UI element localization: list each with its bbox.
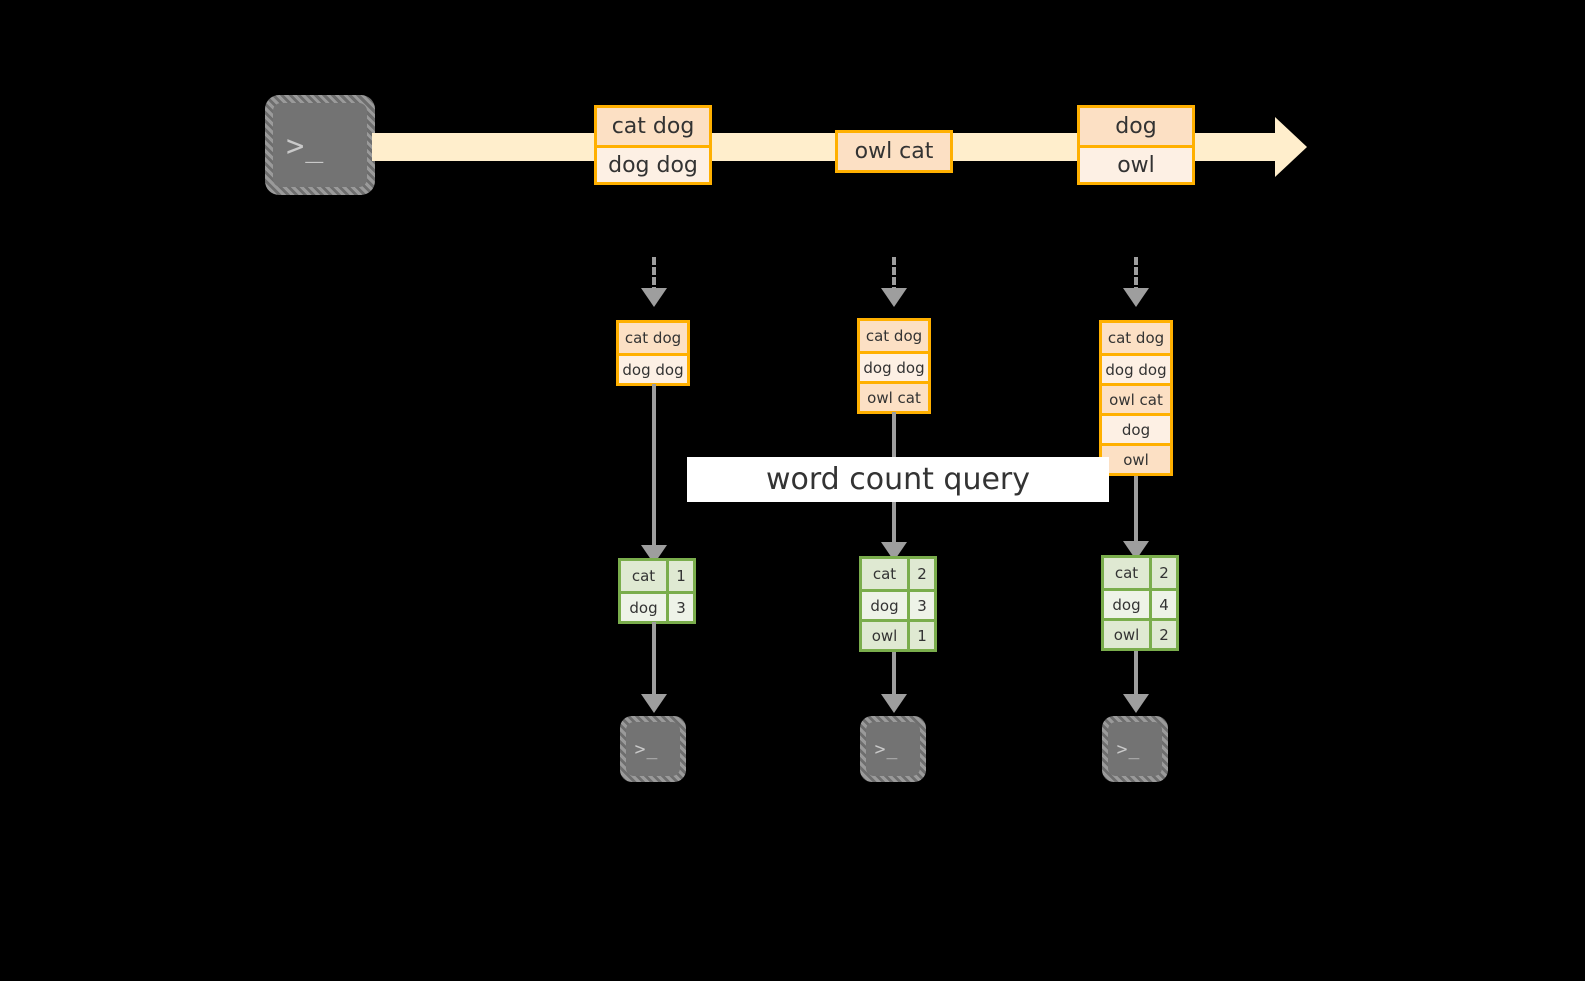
terminal-prompt-text: >_ [286, 128, 325, 164]
terminal-prompt-text: >_ [1116, 738, 1141, 760]
snapshot-3-sink-arrowhead-icon [1123, 694, 1149, 713]
stream-event-group-2[interactable]: owl cat [835, 130, 953, 173]
result-word: cat [862, 559, 910, 589]
stream-event: owl [1080, 145, 1192, 182]
table-row: dog 3 [621, 591, 693, 621]
snapshot-1-dashed-connector [652, 257, 656, 295]
snapshot-3-event-stack[interactable]: cat dog dog dog owl cat dog owl [1099, 320, 1173, 476]
snapshot-event: dog [1102, 413, 1170, 443]
stream-event: owl cat [838, 133, 950, 170]
snapshot-3-sink-connector [1134, 651, 1138, 694]
stream-arrow-head-icon [1275, 117, 1307, 177]
result-count: 3 [910, 592, 934, 619]
snapshot-1-result-table[interactable]: cat 1 dog 3 [618, 558, 696, 624]
snapshot-2-sink-connector [892, 652, 896, 694]
query-label: word count query [687, 457, 1109, 502]
result-word: cat [621, 561, 669, 591]
snapshot-1-dashed-arrowhead-icon [641, 288, 667, 307]
result-count: 1 [910, 622, 934, 649]
snapshot-1-sink-arrowhead-icon [641, 694, 667, 713]
snapshot-event: cat dog [619, 323, 687, 353]
result-count: 1 [669, 561, 693, 591]
stream-event: cat dog [597, 108, 709, 145]
table-row: dog 3 [862, 589, 934, 619]
snapshot-event: owl cat [860, 381, 928, 411]
result-count: 3 [669, 594, 693, 621]
stream-event-group-3[interactable]: dog owl [1077, 105, 1195, 185]
table-row: cat 2 [1104, 558, 1176, 588]
terminal-screen [273, 103, 367, 187]
snapshot-1-event-stack[interactable]: cat dog dog dog [616, 320, 690, 386]
result-count: 4 [1152, 591, 1176, 618]
table-row: dog 4 [1104, 588, 1176, 618]
snapshot-3-result-table[interactable]: cat 2 dog 4 owl 2 [1101, 555, 1179, 651]
result-count: 2 [1152, 621, 1176, 648]
snapshot-2-dashed-connector [892, 257, 896, 295]
result-word: owl [1104, 621, 1152, 648]
snapshot-event: dog dog [1102, 353, 1170, 383]
snapshot-2-event-stack[interactable]: cat dog dog dog owl cat [857, 318, 931, 414]
terminal-screen [866, 722, 920, 776]
result-word: dog [862, 592, 910, 619]
snapshot-2-result-table[interactable]: cat 2 dog 3 owl 1 [859, 556, 937, 652]
snapshot-2-sink-terminal-icon[interactable]: >_ [860, 716, 926, 782]
terminal-prompt-text: >_ [874, 738, 899, 760]
table-row: owl 2 [1104, 618, 1176, 648]
snapshot-event: owl [1102, 443, 1170, 473]
result-word: owl [862, 622, 910, 649]
snapshot-1-sink-terminal-icon[interactable]: >_ [620, 716, 686, 782]
snapshot-event: dog dog [619, 353, 687, 383]
stream-event-group-1[interactable]: cat dog dog dog [594, 105, 712, 185]
stream-event: dog dog [597, 145, 709, 182]
snapshot-1-sink-connector [652, 622, 656, 694]
table-row: cat 1 [621, 561, 693, 591]
snapshot-event: owl cat [1102, 383, 1170, 413]
terminal-screen [1108, 722, 1162, 776]
result-count: 2 [910, 559, 934, 589]
snapshot-event: cat dog [860, 321, 928, 351]
snapshot-3-dashed-arrowhead-icon [1123, 288, 1149, 307]
result-word: cat [1104, 558, 1152, 588]
stream-event: dog [1080, 108, 1192, 145]
source-terminal-icon[interactable]: >_ [265, 95, 375, 195]
snapshot-1-query-connector [652, 384, 656, 564]
snapshot-event: cat dog [1102, 323, 1170, 353]
result-word: dog [621, 594, 669, 621]
snapshot-3-query-connector [1134, 476, 1138, 562]
snapshot-event: dog dog [860, 351, 928, 381]
terminal-prompt-text: >_ [634, 738, 659, 760]
table-row: cat 2 [862, 559, 934, 589]
snapshot-2-sink-arrowhead-icon [881, 694, 907, 713]
snapshot-2-dashed-arrowhead-icon [881, 288, 907, 307]
terminal-screen [626, 722, 680, 776]
result-word: dog [1104, 591, 1152, 618]
snapshot-3-sink-terminal-icon[interactable]: >_ [1102, 716, 1168, 782]
result-count: 2 [1152, 558, 1176, 588]
table-row: owl 1 [862, 619, 934, 649]
snapshot-3-dashed-connector [1134, 257, 1138, 295]
